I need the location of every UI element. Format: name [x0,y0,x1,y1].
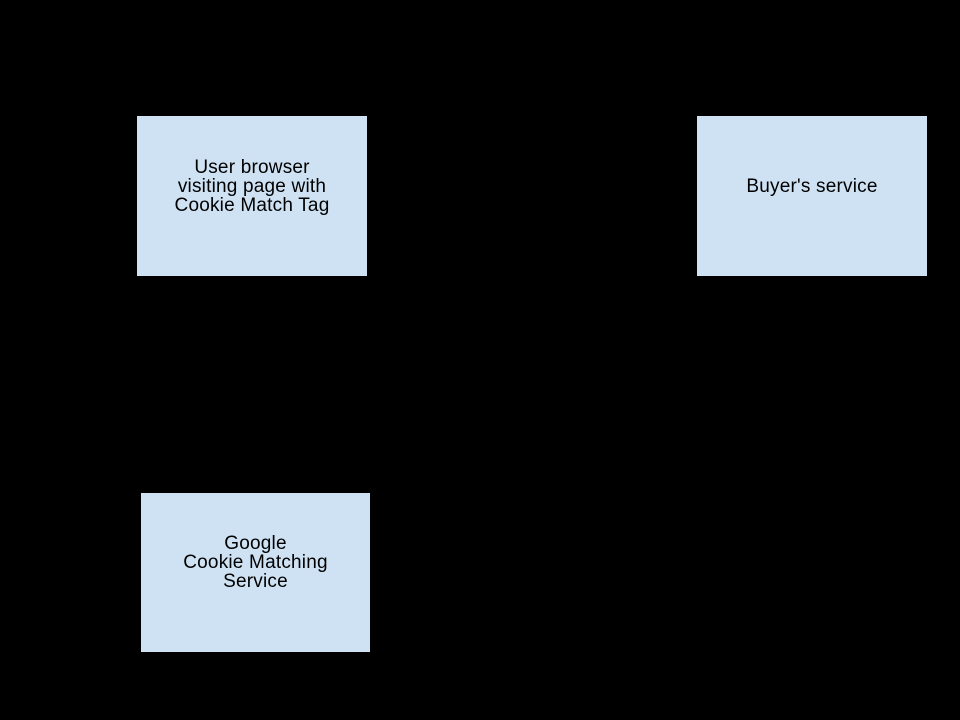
node-google-cookie-matching-service-label: Google Cookie Matching Service [183,533,328,592]
node-buyers-service: Buyer's service [696,115,928,277]
node-user-browser-label: User browser visiting page with Cookie M… [174,156,330,216]
node-user-browser: User browser visiting page with Cookie M… [136,115,368,277]
node-google-cookie-matching-service: Google Cookie Matching Service [140,492,371,653]
node-buyers-service-label: Buyer's service [746,175,878,197]
